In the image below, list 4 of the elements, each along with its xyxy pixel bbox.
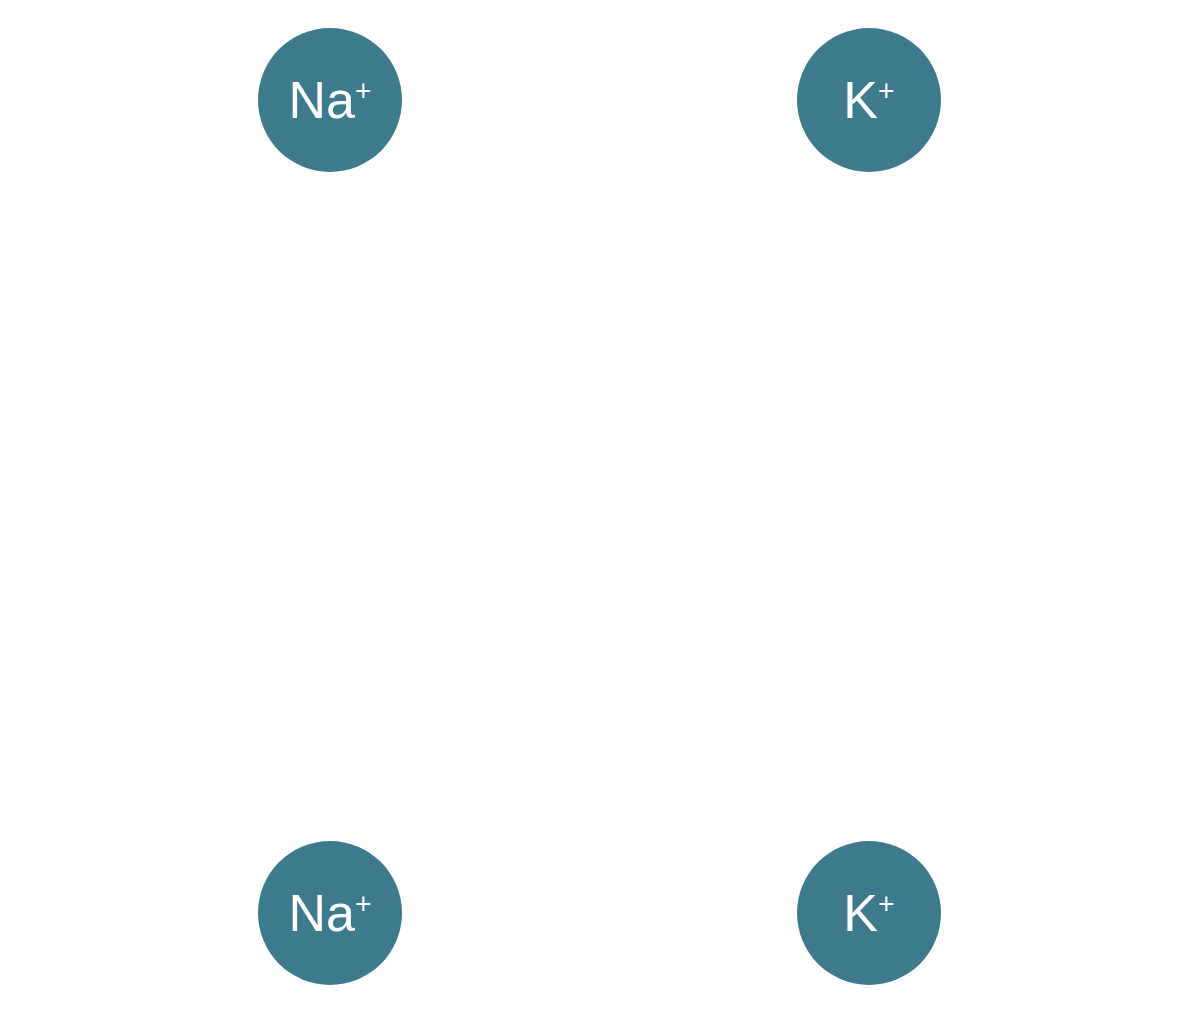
ion-label: K$^{+}$: [843, 74, 895, 126]
ion-label: Na$^{+}$: [288, 74, 372, 126]
ion-label: Na$^{+}$: [288, 887, 372, 939]
ion-label: K$^{+}$: [843, 887, 895, 939]
